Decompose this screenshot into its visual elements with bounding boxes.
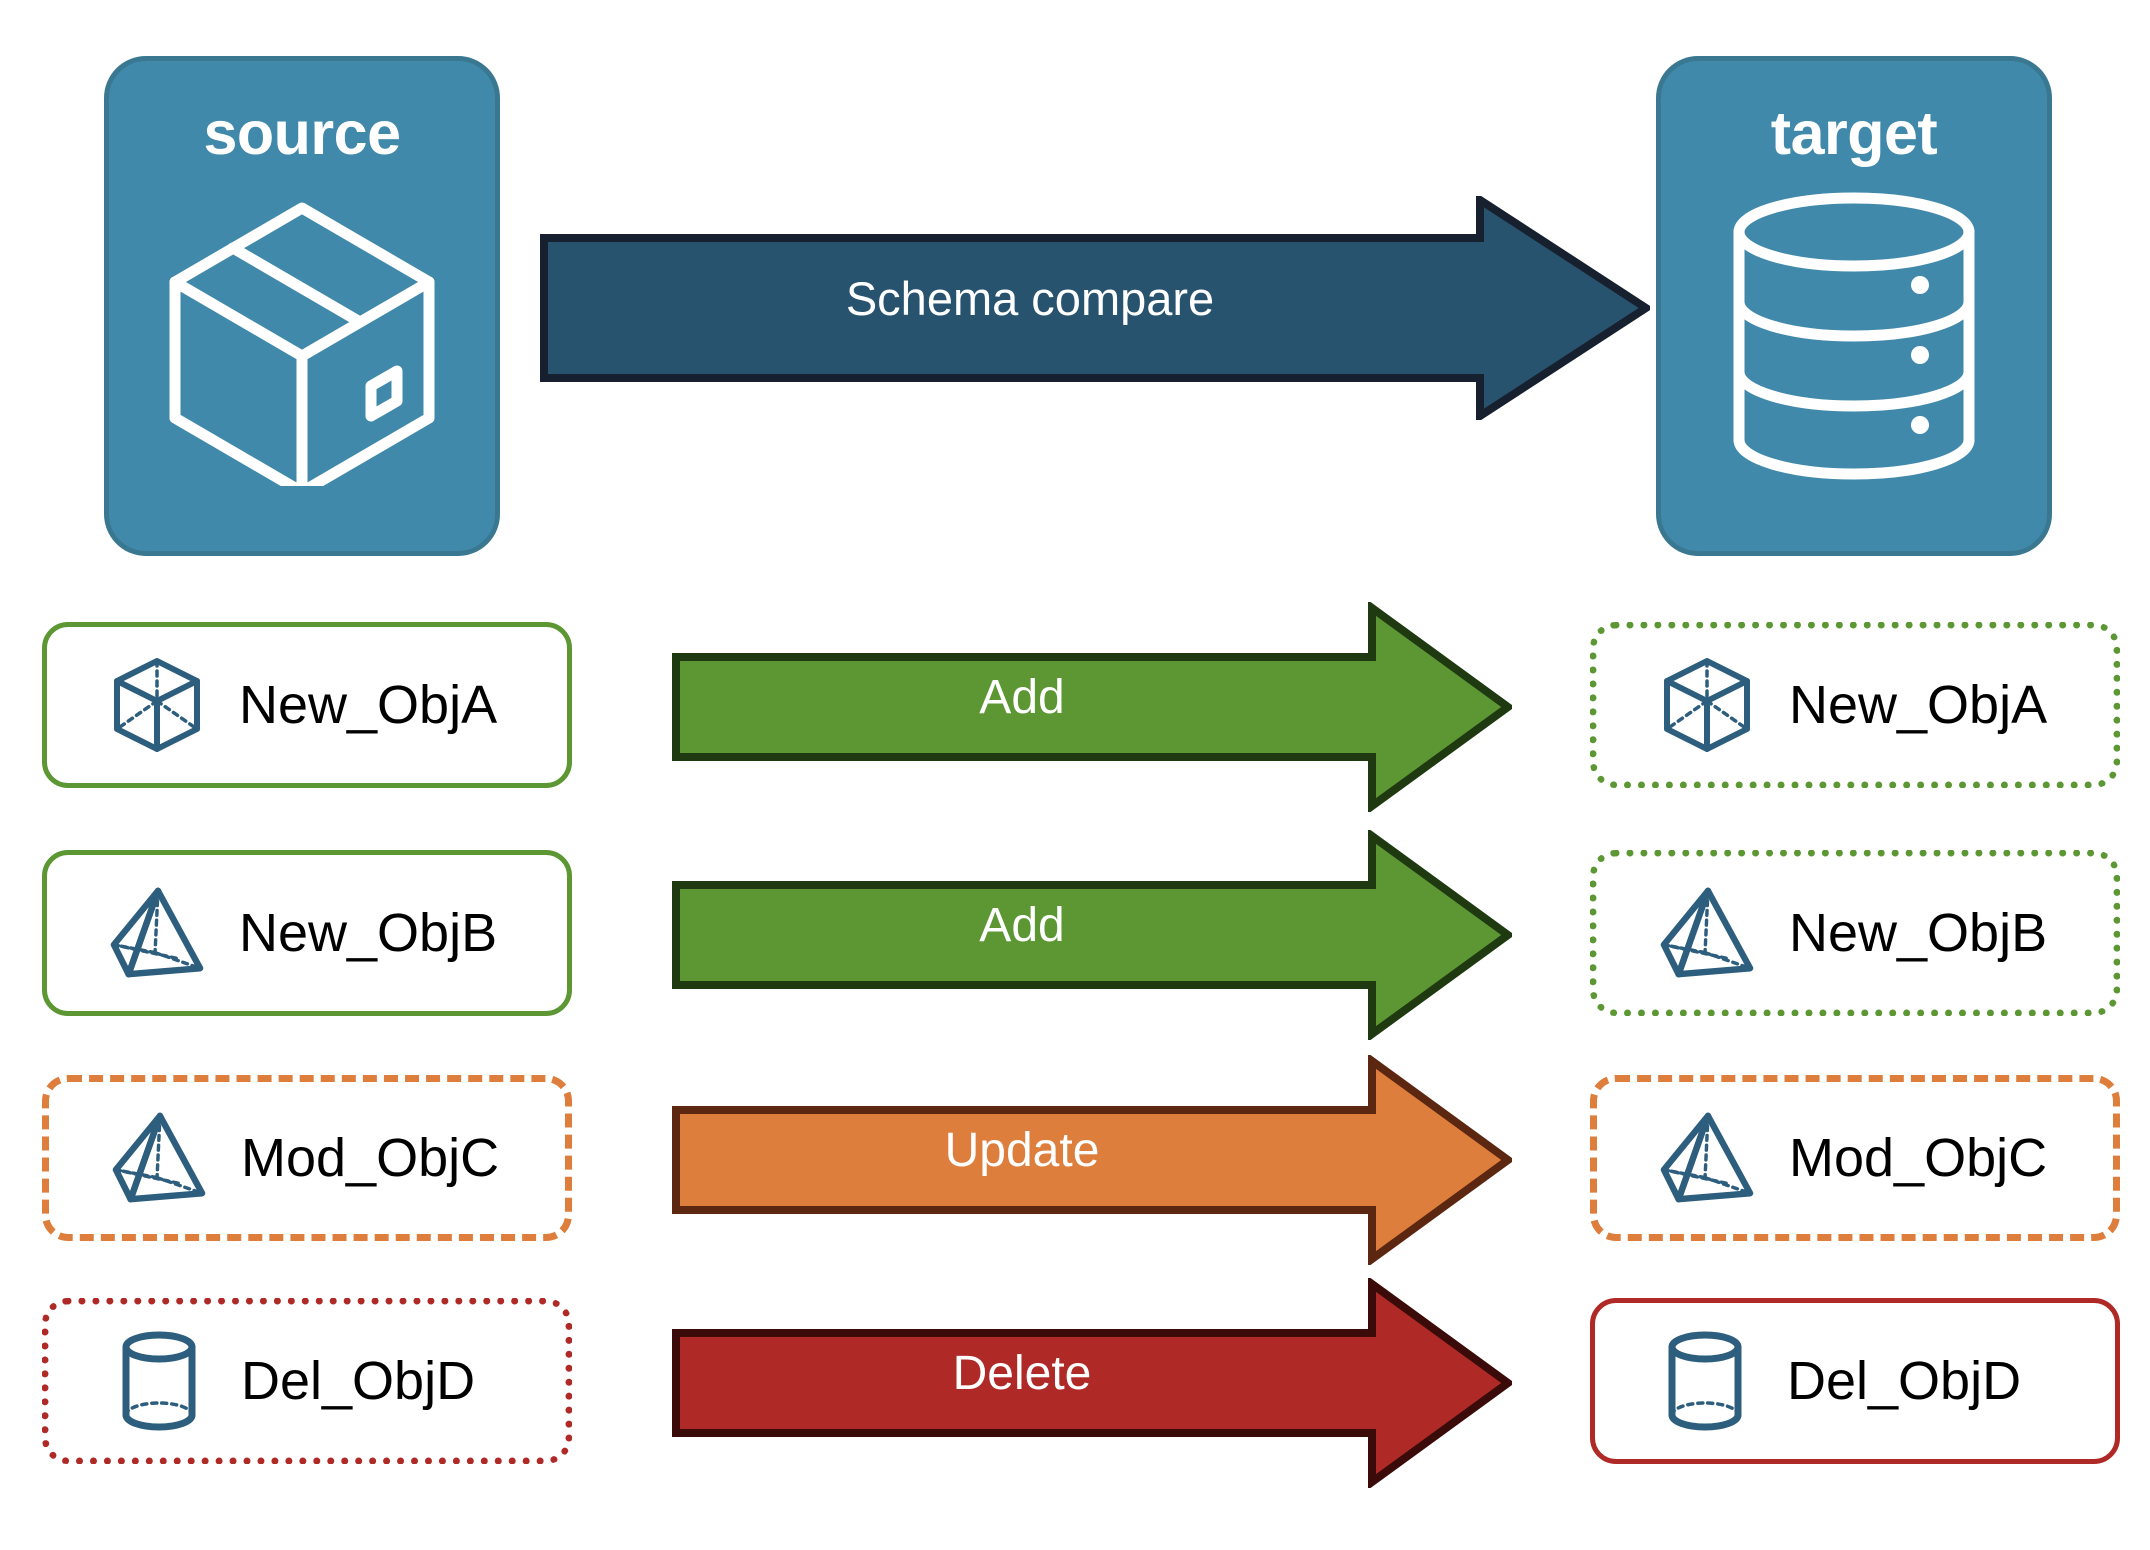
cube-wireframe-icon [109,653,205,757]
source-object-label: New_ObjA [239,675,498,735]
schema-compare-arrow[interactable] [540,192,1654,424]
source-object-box[interactable]: New_ObjB [42,850,572,1016]
pyramid-wireframe-icon [109,881,205,985]
action-arrow-delete[interactable] [672,1276,1515,1490]
pyramid-wireframe-icon [111,1106,207,1210]
target-object-label: New_ObjA [1789,675,2048,735]
source-object-box[interactable]: Mod_ObjC [42,1075,572,1241]
target-object-box[interactable]: Mod_ObjC [1590,1075,2120,1241]
target-object-label: New_ObjB [1789,903,2048,963]
source-object-label: Mod_ObjC [241,1128,500,1188]
cylinder-wireframe-icon [111,1329,207,1433]
action-arrow-update[interactable] [672,1053,1515,1267]
target-endpoint-card[interactable]: target [1656,56,2052,556]
cube-wireframe-icon [1659,653,1755,757]
target-object-box[interactable]: Del_ObjD [1590,1298,2120,1464]
compare-row: Del_ObjD Delete Del_ObjD [0,1276,2150,1490]
source-card-title: source [203,99,401,167]
source-object-box[interactable]: Del_ObjD [42,1298,572,1464]
target-card-title: target [1770,99,1938,167]
compare-row: Mod_ObjC Update Mod_ObjC [0,1053,2150,1267]
source-object-label: Del_ObjD [241,1351,476,1411]
target-object-box[interactable]: New_ObjB [1590,850,2120,1016]
action-arrow-add[interactable] [672,600,1515,814]
source-object-label: New_ObjB [239,903,498,963]
cylinder-wireframe-icon [1657,1329,1753,1433]
target-object-label: Mod_ObjC [1789,1128,2048,1188]
action-arrow-add[interactable] [672,828,1515,1042]
target-object-box[interactable]: New_ObjA [1590,622,2120,788]
compare-row: New_ObjA Add New_ObjA [0,600,2150,814]
target-object-label: Del_ObjD [1787,1351,2022,1411]
source-endpoint-card[interactable]: source [104,56,500,556]
source-object-box[interactable]: New_ObjA [42,622,572,788]
database-cylinder-icon [1724,186,1984,491]
package-box-icon [157,186,447,498]
pyramid-wireframe-icon [1659,1106,1755,1210]
pyramid-wireframe-icon [1659,881,1755,985]
compare-row: New_ObjB Add New_ObjB [0,828,2150,1042]
